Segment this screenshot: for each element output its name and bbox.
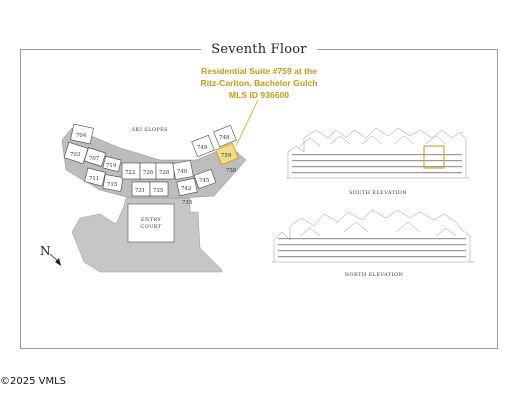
unit-label: 726 [143, 170, 154, 176]
entry-court-label-2: COURT [140, 224, 161, 230]
unit-759-highlighted [215, 142, 239, 166]
floor-title: Seventh Floor [201, 42, 317, 57]
suite-callout: Residential Suite #759 at the Ritz-Carlt… [196, 65, 322, 101]
south-elevation-windows [292, 154, 462, 174]
copyright-footer: ©2025 VMLS [0, 376, 67, 387]
south-elevation-drawing [286, 127, 470, 179]
north-elevation-drawing [272, 209, 474, 263]
unit-label: 735 [182, 200, 193, 206]
south-elevation-suite-highlight [423, 145, 445, 169]
unit-label: 759 [221, 153, 232, 159]
units-left-wing [63, 123, 239, 197]
unit-label: 703 [70, 152, 81, 158]
callout-line-2: Ritz-Carlton, Bachelor Gulch [200, 78, 318, 88]
north-elevation-windows [278, 238, 466, 258]
unit-715 [102, 174, 124, 192]
unit-703 [63, 141, 89, 165]
unit-label: 735 [153, 188, 164, 194]
unit-label: 731 [135, 188, 145, 194]
callout-line-1: Residential Suite #759 at the [200, 66, 318, 76]
unit-label: 740 [177, 169, 188, 175]
unit-label: 704 [76, 133, 87, 139]
unit-label: 707 [89, 156, 100, 162]
unit-label: 758 [226, 168, 237, 174]
unit-label: 715 [107, 182, 118, 188]
unit-735-inner [149, 181, 169, 197]
unit-numbers: 704 703 707 711 715 719 722 726 728 731 … [70, 133, 237, 206]
unit-749 [191, 134, 215, 158]
unit-label: 742 [181, 186, 191, 192]
unit-748 [213, 124, 237, 148]
unit-742 [176, 177, 198, 197]
callout-leader-line [235, 99, 259, 147]
unit-711 [84, 167, 106, 187]
unit-label: 711 [89, 176, 99, 182]
unit-740 [172, 160, 194, 180]
unit-label: 749 [197, 145, 208, 151]
unit-label: 722 [125, 170, 135, 176]
entry-court-label-1: ENTRY [141, 217, 162, 223]
callout-line-3: MLS ID 936600 [228, 90, 290, 100]
unit-704 [70, 123, 94, 145]
ski-slopes-label: SKI SLOPES [132, 127, 168, 133]
north-letter: N [40, 244, 51, 258]
unit-707 [83, 147, 107, 167]
title-bar: Seventh Floor [0, 38, 518, 57]
unit-label: 745 [199, 178, 210, 184]
south-elevation-label: SOUTH ELEVATION [349, 190, 407, 196]
unit-719 [102, 155, 122, 173]
unit-label: 728 [159, 170, 170, 176]
unit-label: 719 [106, 163, 117, 169]
north-arrow: N [40, 244, 61, 266]
north-elevation-label: NORTH ELEVATION [345, 272, 404, 278]
unit-label: 748 [219, 135, 230, 141]
unit-745 [193, 168, 217, 190]
entry-court [127, 203, 175, 243]
